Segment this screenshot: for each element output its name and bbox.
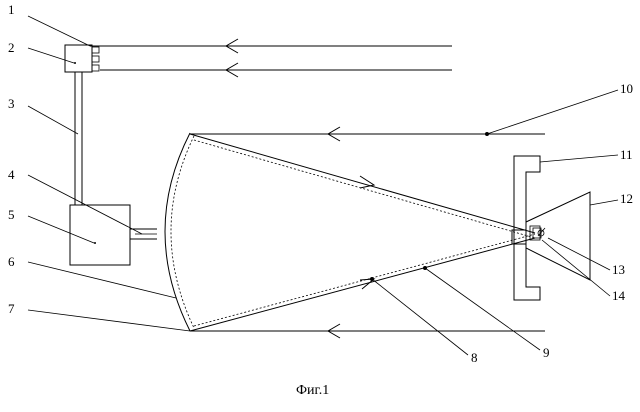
label-1: 1: [8, 2, 15, 17]
rod-3: [74, 72, 83, 205]
connector-4: [130, 228, 157, 240]
label-9: 9: [543, 345, 550, 360]
label-5: 5: [8, 207, 15, 222]
sensor-block-2: [64, 44, 100, 73]
label-13: 13: [612, 262, 625, 277]
label-8: 8: [471, 350, 478, 365]
leader-lines: [27, 15, 619, 356]
reflected-ray-lower: [189, 233, 536, 332]
label-11: 11: [620, 147, 633, 162]
label-7: 7: [8, 301, 15, 316]
incoming-ray-second: [100, 62, 452, 78]
incoming-ray-10: [190, 126, 545, 142]
receiver-12: [525, 191, 591, 281]
incoming-ray-7: [190, 323, 545, 339]
detector-element: [532, 227, 546, 239]
incoming-ray-top: [90, 38, 452, 54]
reflected-ray-upper: [189, 133, 536, 239]
label-12: 12: [620, 191, 633, 206]
concave-mirror: [164, 132, 195, 332]
label-2: 2: [8, 40, 15, 55]
label-10: 10: [620, 81, 633, 96]
label-14: 14: [612, 288, 626, 303]
label-3: 3: [8, 96, 15, 111]
label-4: 4: [8, 167, 15, 182]
figure-caption: Фиг.1: [296, 383, 329, 398]
label-6: 6: [8, 254, 15, 269]
block-5: [69, 204, 131, 266]
